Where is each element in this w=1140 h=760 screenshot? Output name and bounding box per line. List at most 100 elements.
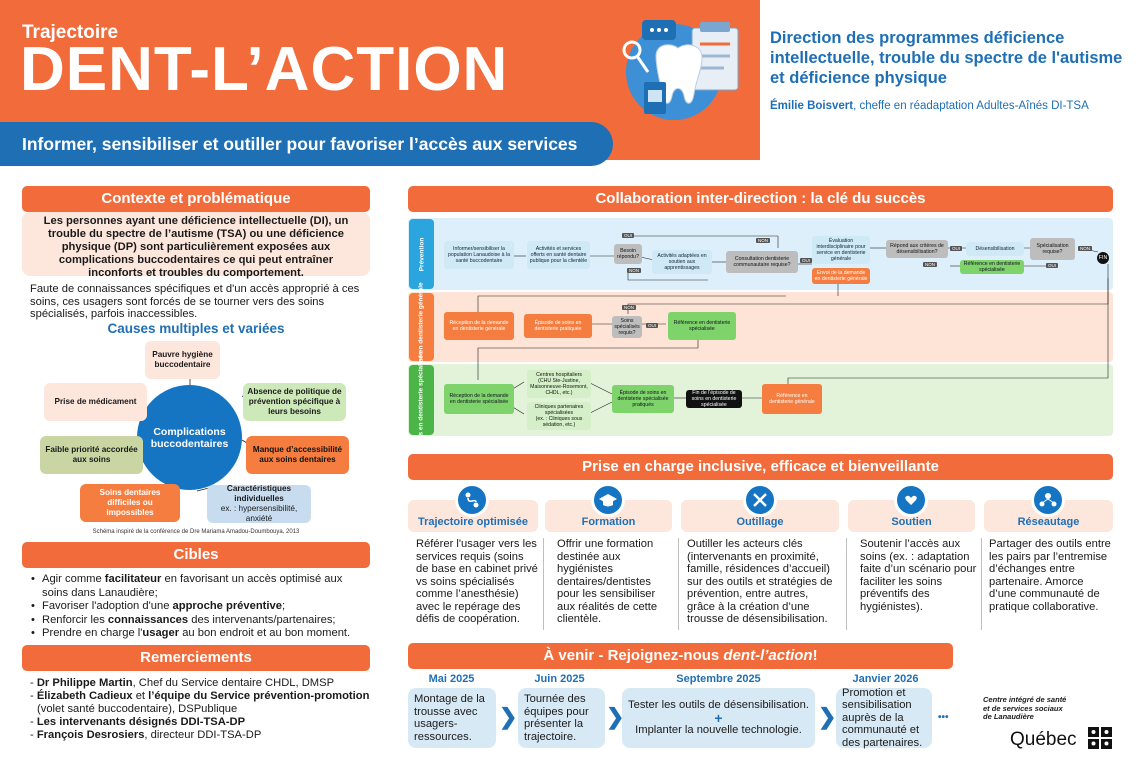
tooth-illustration-icon — [622, 20, 739, 120]
flow-need-met: Besoin répondu? — [614, 244, 642, 264]
pillar-divider — [846, 538, 847, 630]
context-highlight: Les personnes ayant une déficience intel… — [22, 212, 370, 279]
flow-no-label: NON — [923, 262, 937, 267]
remerciements-list: - Dr Philippe Martin, Chef du Service de… — [30, 677, 375, 742]
step-month: Septembre 2025 — [676, 673, 761, 685]
step-box: Tester les outils de désensibilisation.+… — [622, 688, 815, 748]
context-text: Faute de connaissances spécifiques et d'… — [30, 283, 360, 320]
cible-item: Renforcir les connaissances des interven… — [30, 614, 370, 628]
lane-specialized — [408, 364, 1113, 436]
context-heading: Contexte et problématique — [22, 186, 370, 212]
cible-item: Prendre en charge l'usager au bon endroi… — [30, 627, 370, 641]
org-name: Centre intégré de santé et de services s… — [983, 695, 1067, 721]
flow-specialized-episode: Épisode de soins en dentisterie spéciali… — [612, 385, 674, 413]
flow-no-label: NON — [622, 305, 636, 310]
flow-hospitals: Centres hospitaliers(CHU Ste-Justine, Ma… — [527, 370, 591, 398]
flow-no-label: NON — [756, 238, 770, 243]
step-box: Promotion et sensibilisation auprès de l… — [836, 687, 932, 749]
flow-ref-general: Référence en dentisterie générale — [762, 384, 822, 414]
author: Émilie Boisvert, cheffe en réadaptation … — [770, 100, 1135, 112]
flow-desensitization: Désensibilisation — [966, 242, 1024, 256]
avenir-heading: À venir - Rejoignez-nous dent-l’action! — [408, 643, 953, 669]
chevron-right-icon: ❯ — [499, 704, 518, 729]
pillar-text-reseautage: Partager des outils entre les pairs par … — [989, 538, 1111, 613]
pillar-divider — [678, 538, 679, 630]
tools-icon — [743, 483, 777, 517]
pillar-divider — [543, 538, 544, 630]
flow-interdisciplinary-eval: Évaluation interdisciplinaire pour servi… — [812, 236, 870, 264]
cible-item: Agir comme facilitateur en favorisant un… — [30, 573, 370, 600]
author-name: Émilie Boisvert — [770, 100, 854, 112]
cible-item: Favoriser l'adoption d'une approche prév… — [30, 600, 370, 614]
flow-partner-clinics: Cliniques partenaires spécialisées(ex. :… — [527, 402, 591, 430]
pillar-divider — [981, 538, 982, 630]
cause-individual-title: Caractéristiques individuelles — [226, 484, 292, 503]
lane-label-general: Soins en dentisterie générale — [409, 282, 434, 372]
flow-yes-label: OUI — [646, 323, 659, 328]
lane-label-specialized: Soins en dentisterie spécialisée — [409, 351, 434, 449]
chevron-right-icon: ❯ — [818, 704, 837, 729]
support-hands-icon — [894, 483, 928, 517]
step-month: Mai 2025 — [428, 673, 475, 685]
flow-yes-label: OUI — [1046, 263, 1059, 268]
thanks-item: - François Desrosiers, directeur DDI-TSA… — [30, 729, 262, 741]
direction-title: Direction des programmes déficience inte… — [770, 29, 1123, 87]
flow-no-label: NON — [627, 268, 641, 273]
cibles-list: Agir comme facilitateur en favorisant un… — [30, 573, 370, 641]
cause-medication: Prise de médicament — [44, 383, 147, 421]
flow-no-label: NON — [1078, 246, 1092, 251]
poster-title: DENT-L’ACTION — [20, 35, 509, 104]
quebec-flag-icon — [1088, 727, 1112, 749]
flow-receive-specialized: Réception de la demande en dentisterie s… — [444, 384, 514, 414]
pillar-text-trajectoire: Référer l'usager vers les services requi… — [416, 538, 538, 625]
prise-heading: Prise en charge inclusive, efficace et b… — [408, 454, 1113, 480]
flow-send-general: Envoi de la demande en dentisterie génér… — [812, 268, 870, 284]
cause-prevention-policy: Absence de politique de prévention spéci… — [243, 383, 346, 421]
cause-individual-example: ex. : hypersensibilité, anxiété — [220, 504, 298, 523]
pillar-text-soutien: Soutenir l’accès aux soins (ex. : adapta… — [860, 538, 977, 613]
flow-specialized-needed: Soins spécialisés requis? — [612, 316, 642, 338]
flow-specialization-needed: Spécialisation requise? — [1030, 238, 1075, 260]
pillar-text-outillage: Outiller les acteurs clés (intervenants … — [687, 538, 833, 625]
flow-end-specialized: Fin de l'épisode de soins en dentisterie… — [686, 390, 742, 408]
network-icon — [1031, 483, 1065, 517]
flow-general-episode: Épisode de soins en dentisterie pratiqué… — [524, 314, 592, 338]
cause-difficult-care: Soins dentaires difficiles ou impossible… — [80, 484, 180, 522]
flow-adapted-activities: Activités adaptées en soutien aux appren… — [652, 250, 712, 274]
flow-desensitization-criteria: Répond aux critères de désensibilisation… — [886, 240, 948, 258]
step-month: Juin 2025 — [534, 673, 585, 685]
flow-yes-label: OUI — [622, 233, 635, 238]
causes-note: Schéma inspiré de la conférence de Dre M… — [92, 529, 300, 535]
thanks-item: - Dr Philippe Martin, Chef du Service de… — [30, 677, 335, 689]
step-month: Janvier 2026 — [852, 673, 919, 685]
remerciements-heading: Remerciements — [22, 645, 370, 671]
quebec-logo: Québec — [1010, 729, 1077, 750]
pillar-text-formation: Offrir une formation destinée aux hygién… — [557, 538, 658, 625]
flow-receive-general: Réception de la demande en dentisterie g… — [444, 312, 514, 340]
author-role: , cheffe en réadaptation Adultes-Aînés D… — [853, 100, 1089, 112]
lane-label-prevention: Prévention — [409, 219, 434, 289]
flow-ref-specialized-general: Référence en dentisterie spécialisée — [668, 312, 736, 340]
flow-ref-specialized: Référence en dentisterie spécialisée — [960, 260, 1024, 274]
flow-yes-label: OUI — [950, 246, 963, 251]
causes-center: Complications buccodentaires — [137, 385, 242, 490]
thanks-item: - Les intervenants désignés DDI-TSA-DP — [30, 716, 246, 728]
collab-heading: Collaboration inter-direction : la clé d… — [408, 186, 1113, 212]
cibles-heading: Cibles — [22, 542, 370, 568]
flow-community-consult: Consultation dentisterie communautaire r… — [726, 251, 798, 273]
step-box: Tournée des équipes pour présenter la tr… — [518, 688, 605, 748]
banner: Informer, sensibiliser et outiller pour … — [0, 122, 613, 166]
cause-low-priority: Faible priorité accordée aux soins — [40, 436, 143, 474]
flow-inform: Informer/sensibiliser la population Lana… — [444, 241, 514, 269]
ellipsis: ••• — [938, 712, 949, 723]
step-box: Montage de la trousse avec usagers-resso… — [408, 688, 496, 748]
flow-end: FIN — [1097, 252, 1109, 264]
cause-accessibility: Manque d’accessibilité aux soins dentair… — [246, 436, 349, 474]
flow-yes-label: OUI — [800, 258, 813, 263]
chevron-right-icon: ❯ — [606, 704, 625, 729]
route-icon — [455, 483, 489, 517]
flow-public-activities: Activités et services offerts en santé d… — [527, 241, 590, 269]
header-kicker: Trajectoire — [22, 22, 119, 43]
causes-title: Causes multiples et variées — [107, 321, 285, 336]
cause-hygiene: Pauvre hygiène buccodentaire — [145, 341, 220, 379]
